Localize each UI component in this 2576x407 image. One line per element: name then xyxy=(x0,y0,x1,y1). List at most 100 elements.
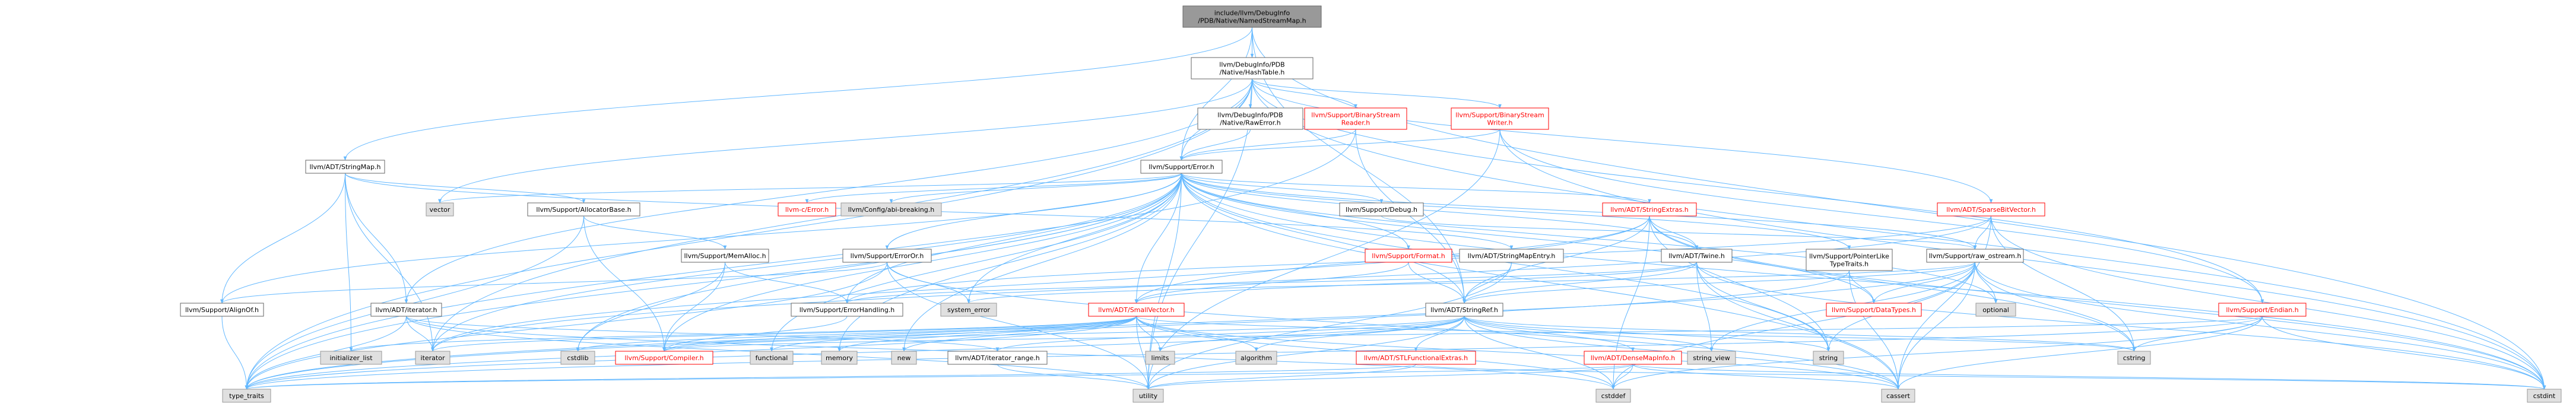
edge-smallvector-to-utility xyxy=(1136,316,1150,390)
node-vector: vector xyxy=(426,202,454,217)
node-stringmap[interactable]: llvm/ADT/StringMap.h xyxy=(305,160,385,174)
node-iteratorstd: iterator xyxy=(415,351,451,365)
node-compiler[interactable]: llvm/Support/Compiler.h xyxy=(615,351,713,365)
node-debug[interactable]: llvm/Support/Debug.h xyxy=(1339,202,1424,217)
node-twine[interactable]: llvm/ADT/Twine.h xyxy=(1661,249,1733,263)
node-alignof[interactable]: llvm/Support/AlignOf.h xyxy=(180,303,264,317)
edge-endian-to-cassert xyxy=(1896,316,2263,390)
node-strmapentry-label-0: llvm/ADT/StringMapEntry.h xyxy=(1468,252,1556,260)
node-ptrlike-label-0: llvm/Support/PointerLike xyxy=(1809,253,1889,260)
edge-stringref-to-utility xyxy=(1146,316,1465,390)
node-densemapinfo-box xyxy=(1584,351,1682,365)
node-cstdlib-box xyxy=(560,351,595,365)
edge-endian-to-cstdint xyxy=(2262,316,2546,390)
node-optional-label-0: optional xyxy=(1982,306,2009,314)
edge-root-to-stringmap xyxy=(343,27,1252,161)
node-stlfunc[interactable]: llvm/ADT/STLFunctionalExtras.h xyxy=(1356,351,1476,365)
edge-smallvector-to-new xyxy=(902,316,1137,352)
node-rawerror[interactable]: llvm/DebugInfo/PDB/Native/RawError.h xyxy=(1197,107,1303,130)
edge-twine-to-errhandling xyxy=(845,262,1697,304)
node-root[interactable]: include/llvm/DebugInfo/PDB/Native/NamedS… xyxy=(1182,5,1322,28)
node-abibreak-box xyxy=(840,202,942,217)
node-endian[interactable]: llvm/Support/Endian.h xyxy=(2218,303,2307,317)
node-endian-box xyxy=(2218,303,2307,317)
node-abibreak-label-0: llvm/Config/abi-breaking.h xyxy=(848,206,934,214)
edge-error-to-cerror xyxy=(805,173,1182,204)
edge-stringmap-to-alignof xyxy=(220,173,345,304)
node-cstddef-box xyxy=(1595,389,1631,403)
node-erroror[interactable]: llvm/Support/ErrorOr.h xyxy=(842,249,932,263)
edge-densemapinfo-to-cstdint xyxy=(1632,364,2546,390)
node-datatypes[interactable]: llvm/Support/DataTypes.h xyxy=(1826,303,1922,317)
node-memory-label-0: memory xyxy=(826,354,853,362)
edge-twine-to-string xyxy=(1696,262,1831,352)
edge-hashtable-to-vector xyxy=(438,78,1252,204)
edge-twine-to-smallvector xyxy=(1134,262,1697,304)
edge-smallvector-to-algorithm xyxy=(1136,316,1258,352)
node-errhandling-box xyxy=(791,303,903,317)
node-root-box xyxy=(1182,5,1322,28)
node-smallvector[interactable]: llvm/ADT/SmallVector.h xyxy=(1088,303,1185,317)
node-vector-label-0: vector xyxy=(430,206,451,214)
node-rawerror-box xyxy=(1197,107,1303,130)
edge-stringextras-to-string xyxy=(1649,215,1831,352)
edge-error-to-abibreak xyxy=(889,173,1182,204)
edge-sparsebv-to-rawostream xyxy=(1973,215,1991,250)
edge-error-to-typetraits xyxy=(245,173,1182,390)
edge-error-to-memory xyxy=(837,173,1182,352)
node-functional-box xyxy=(750,351,794,365)
edge-twine-to-cstdint xyxy=(1696,262,2546,390)
node-twine-box xyxy=(1661,249,1733,263)
edge-erroror-to-systemerror xyxy=(887,262,970,304)
node-algorithm-label-0: algorithm xyxy=(1241,354,1272,362)
node-hashtable-label-0: llvm/DebugInfo/PDB xyxy=(1219,61,1284,69)
node-debug-label-0: llvm/Support/Debug.h xyxy=(1346,206,1417,214)
edge-smallvector-to-initlist xyxy=(349,316,1137,352)
node-rawostream[interactable]: llvm/Support/raw_ostream.h xyxy=(1926,249,2024,263)
edge-rawostream-to-cstddef xyxy=(1611,262,1975,390)
node-stringref[interactable]: llvm/ADT/StringRef.h xyxy=(1425,303,1503,317)
edge-hashtable-to-sparsebv xyxy=(1252,78,1993,204)
edge-rawostream-to-cstring xyxy=(1975,262,2136,352)
edge-allocbase-to-typetraits xyxy=(245,215,584,390)
node-errhandling[interactable]: llvm/Support/ErrorHandling.h xyxy=(791,303,903,317)
edge-smallvector-to-cstdlib xyxy=(576,316,1137,352)
edge-stringref-to-compiler xyxy=(662,316,1465,352)
node-densemapinfo[interactable]: llvm/ADT/DenseMapInfo.h xyxy=(1584,351,1682,365)
node-erroror-box xyxy=(842,249,932,263)
node-new-label-0: new xyxy=(897,354,911,362)
node-strmapentry[interactable]: llvm/ADT/StringMapEntry.h xyxy=(1459,249,1564,263)
node-allocbase[interactable]: llvm/Support/AllocatorBase.h xyxy=(527,202,640,217)
edge-stringref-to-string xyxy=(1464,316,1831,352)
edge-erroror-to-utility xyxy=(887,262,1150,390)
edge-smallvector-to-iteratorstd xyxy=(431,316,1137,352)
node-abibreak: llvm/Config/abi-breaking.h xyxy=(840,202,942,217)
node-stringextras[interactable]: llvm/ADT/StringExtras.h xyxy=(1602,202,1697,217)
node-iterrange[interactable]: llvm/ADT/iterator_range.h xyxy=(947,351,1048,365)
node-bswriter-label-0: llvm/Support/BinaryStream xyxy=(1455,112,1544,119)
node-cstdint-label-0: cstdint xyxy=(2533,392,2556,400)
node-sparsebv[interactable]: llvm/ADT/SparseBitVector.h xyxy=(1937,202,2045,217)
node-hashtable[interactable]: llvm/DebugInfo/PDB/Native/HashTable.h xyxy=(1191,57,1314,80)
node-format[interactable]: llvm/Support/Format.h xyxy=(1365,249,1452,263)
node-stringview: string_view xyxy=(1687,351,1736,365)
node-cerror[interactable]: llvm-c/Error.h xyxy=(778,202,836,217)
node-cstdlib: cstdlib xyxy=(560,351,595,365)
edge-rawostream-to-systemerror xyxy=(967,262,1975,304)
node-stringview-label-0: string_view xyxy=(1693,354,1730,362)
node-stringmap-label-0: llvm/ADT/StringMap.h xyxy=(310,163,381,171)
edge-stlfunc-to-typetraits xyxy=(245,364,1416,390)
node-cerror-box xyxy=(778,202,836,217)
edge-hashtable-to-typetraits xyxy=(245,78,1252,390)
node-memalloc[interactable]: llvm/Support/MemAlloc.h xyxy=(681,249,769,263)
node-stringextras-box xyxy=(1602,202,1697,217)
node-smallvector-label-0: llvm/ADT/SmallVector.h xyxy=(1098,306,1175,314)
node-iterator[interactable]: llvm/ADT/iterator.h xyxy=(370,303,442,317)
node-error[interactable]: llvm/Support/Error.h xyxy=(1140,160,1223,174)
node-compiler-label-0: llvm/Support/Compiler.h xyxy=(624,354,703,362)
edge-error-to-alignof xyxy=(220,173,1182,304)
edge-bsreader-to-error xyxy=(1179,129,1356,161)
